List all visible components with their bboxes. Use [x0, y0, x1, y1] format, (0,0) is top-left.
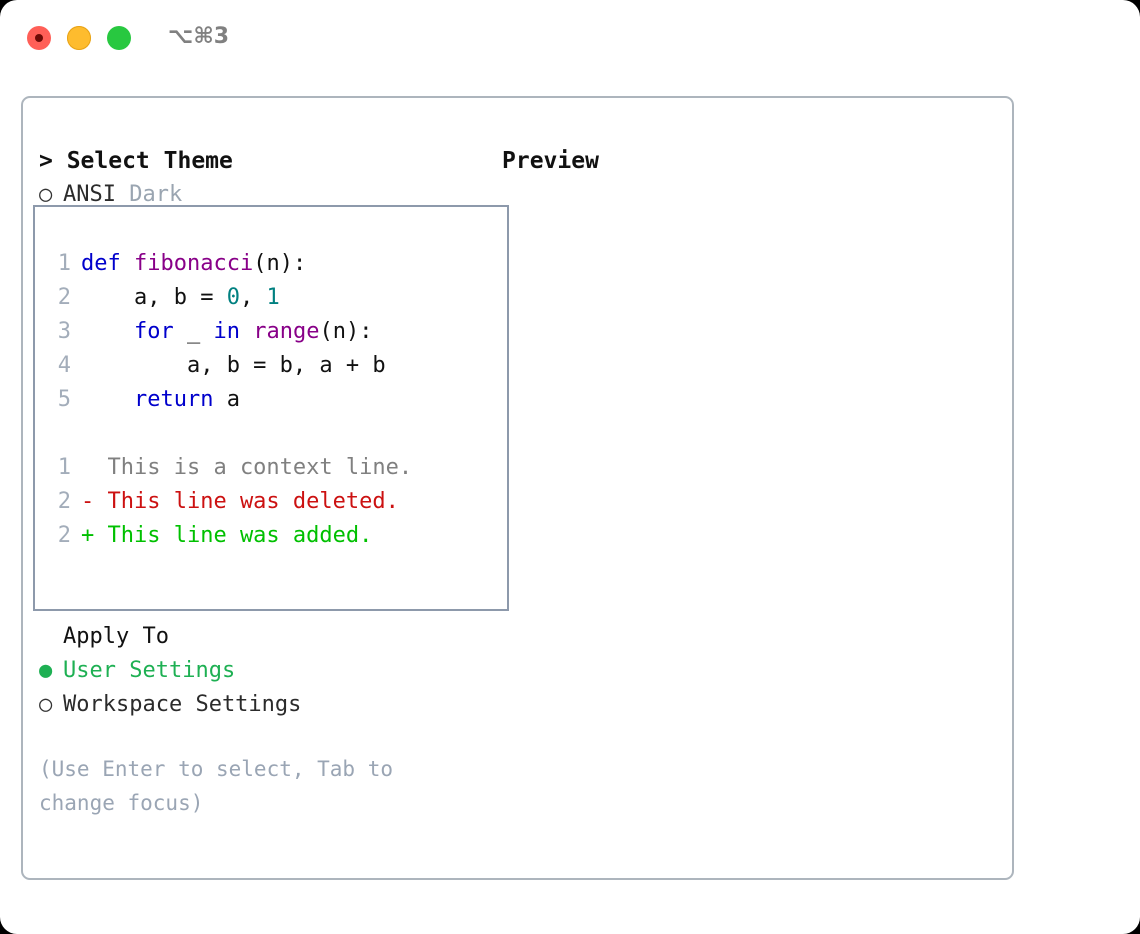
title-bar: ⌥⌘3: [0, 0, 1140, 77]
apply-to-label: User Settings: [63, 658, 236, 683]
code-token: a, b =: [81, 285, 227, 310]
code-token: return: [133, 387, 214, 412]
code-token: 1: [266, 285, 280, 310]
theme-picker-panel: > Select Theme ○ANSI Dark○Atom One Dark○…: [21, 96, 1014, 880]
select-theme-header: > Select Theme: [39, 148, 233, 174]
code-token: ,: [239, 285, 267, 310]
close-button[interactable]: [27, 26, 51, 50]
preview-title: Preview: [502, 148, 599, 174]
radio-unselected-icon: ○: [39, 692, 53, 717]
line-number: 2: [57, 489, 71, 514]
apply-to-label: Workspace Settings: [63, 692, 302, 717]
line-number: 3: [57, 319, 71, 344]
code-line: 1 def fibonacci(n):: [43, 247, 501, 281]
code-token: (n):: [319, 319, 373, 344]
line-number: 4: [57, 353, 71, 378]
apply-to-header: Apply To: [63, 624, 169, 649]
code-line: 5 return a: [43, 383, 501, 417]
diff-sample: 1 This is a context line. 2 - This line wa…: [43, 451, 501, 553]
diff-text: + This line was added.: [81, 523, 373, 548]
apply-to-list[interactable]: ● User Settings ○ Workspace Settings: [39, 654, 499, 722]
code-token: (n):: [253, 251, 307, 276]
code-line: 2 a, b = 0, 1: [43, 281, 501, 315]
line-number: 2: [57, 523, 71, 548]
diff-text: This is a context line.: [81, 455, 413, 480]
code-token: [81, 319, 134, 344]
code-line: 4 a, b = b, a + b: [43, 349, 501, 383]
preview-column: Preview: [502, 144, 1002, 178]
apply-to-option-user-settings[interactable]: ● User Settings: [39, 654, 499, 688]
theme-name: ANSI: [63, 182, 130, 207]
radio-unselected-icon: ○: [39, 182, 53, 207]
code-token: [240, 319, 253, 344]
code-token: [81, 387, 134, 412]
keyboard-hint: (Use Enter to select, Tab to change focu…: [39, 757, 394, 815]
diff-text: - This line was deleted.: [81, 489, 399, 514]
apply-to-option-workspace-settings[interactable]: ○ Workspace Settings: [39, 688, 499, 722]
code-token: a: [213, 387, 240, 412]
theme-category: Dark: [129, 182, 183, 207]
shortcut-label: ⌥⌘3: [168, 24, 230, 49]
code-token: fibonacci: [133, 251, 254, 276]
theme-option-ansi[interactable]: ○ ANSI Dark: [39, 178, 499, 212]
code-token: def: [81, 251, 134, 276]
code-token: for: [133, 319, 174, 344]
code-token: in: [213, 319, 240, 344]
minimize-button[interactable]: [67, 26, 91, 50]
code-line: 3 for _ in range(n):: [43, 315, 501, 349]
line-number: 2: [57, 285, 71, 310]
code-token: a, b = b, a + b: [81, 353, 386, 378]
line-number: 5: [57, 387, 71, 412]
line-number: 1: [57, 251, 71, 276]
line-number: 1: [57, 455, 71, 480]
code-token: range: [253, 319, 320, 344]
radio-selected-icon: ●: [39, 658, 53, 683]
code-token: 0: [226, 285, 240, 310]
maximize-button[interactable]: [107, 26, 131, 50]
code-token: _: [173, 319, 214, 344]
diff-line: 1 This is a context line.: [43, 451, 501, 485]
diff-line: 2 - This line was deleted.: [43, 485, 501, 519]
diff-line: 2 + This line was added.: [43, 519, 501, 553]
